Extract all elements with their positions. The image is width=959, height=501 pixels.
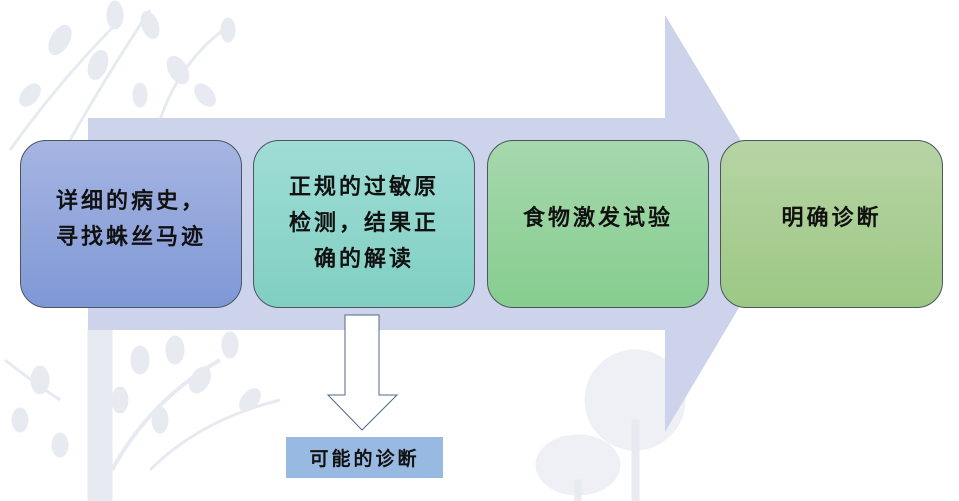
possible-diagnosis-label: 可能的诊断	[286, 437, 443, 478]
step-medical-history: 详细的病史， 寻找蛛丝马迹	[20, 140, 242, 308]
step-food-challenge: 食物激发试验	[487, 140, 709, 308]
step-allergen-testing: 正规的过敏原 检测，结果正 确的解读	[253, 140, 475, 308]
step-allergen-testing-text: 正规的过敏原 检测，结果正 确的解读	[288, 175, 439, 272]
step-medical-history-text: 详细的病史， 寻找蛛丝马迹	[55, 189, 206, 250]
step-food-challenge-text: 食物激发试验	[522, 206, 673, 231]
possible-diagnosis-text: 可能的诊断	[309, 448, 420, 470]
step-definite-diagnosis-text: 明确诊断	[781, 206, 882, 231]
step-definite-diagnosis: 明确诊断	[720, 140, 943, 308]
